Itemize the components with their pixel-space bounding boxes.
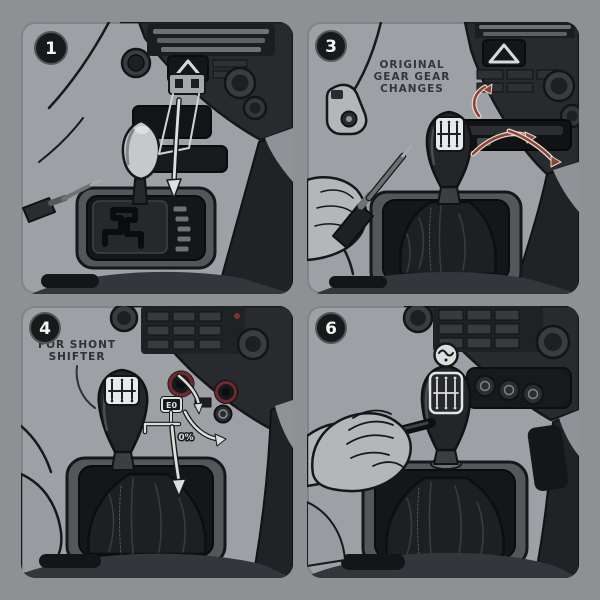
shift-cable-arrows <box>470 83 562 168</box>
step-panel-6: 6 <box>307 306 579 578</box>
instruction-label: FOR SHONT SHIFTER <box>38 339 116 409</box>
shift-boot <box>87 472 207 556</box>
gear-knob <box>121 119 161 205</box>
measurement-callouts: E0 0% <box>142 396 195 497</box>
armrest <box>31 271 293 294</box>
instruction-label: ORIGINAL GEAR GEAR CHANGES <box>374 59 451 95</box>
door-trim-lines <box>38 22 111 163</box>
gear-knob <box>425 110 473 205</box>
round-button-row <box>466 367 572 409</box>
step-number: 3 <box>325 37 337 57</box>
armrest <box>307 501 579 578</box>
shift-pattern-plate <box>434 116 465 152</box>
step-badge: 6 <box>315 312 347 344</box>
step-badge: 4 <box>29 312 61 344</box>
hazard-button-icon <box>482 39 526 67</box>
center-stack-buttons <box>141 306 245 354</box>
dashboard <box>463 22 579 176</box>
callout-percent-tag: 0% <box>178 433 193 443</box>
step-panel-3: ORIGINAL GEAR GEAR CHANGES <box>307 22 579 294</box>
door-trim-lines <box>21 424 63 576</box>
shift-boot <box>398 200 498 276</box>
center-stack-buttons <box>433 306 543 352</box>
step-number: 6 <box>325 319 337 339</box>
step-panel-1: 1 <box>21 22 293 294</box>
callout-box-tag: E0 <box>166 401 177 410</box>
step-badge: 1 <box>34 31 68 65</box>
step-badge: 3 <box>315 30 347 62</box>
label-line: CHANGES <box>380 83 444 95</box>
hand-with-screwdriver <box>307 144 413 262</box>
hand-illustration <box>307 409 412 493</box>
left-vent-knob-icon <box>120 47 152 79</box>
removal-arrow <box>166 97 182 199</box>
label-line: GEAR GEAR <box>374 71 451 83</box>
dashboard <box>402 306 579 422</box>
right-vent-knobs-icon <box>542 69 579 129</box>
gear-knob <box>97 368 149 471</box>
armrest <box>315 271 579 294</box>
gate-position-indicators <box>172 205 192 253</box>
shift-gate <box>92 200 192 254</box>
adjustment-arrows <box>176 373 227 447</box>
lower-console-shadow <box>252 400 293 578</box>
label-line: ORIGINAL <box>379 59 444 71</box>
shift-boot <box>385 476 505 558</box>
step-panel-4: FOR SHONT SHIFTER E0 0% <box>21 306 293 578</box>
label-leader-line <box>75 365 96 409</box>
label-line: FOR SHONT <box>38 339 116 351</box>
red-indicator-dot <box>234 313 240 319</box>
lower-console-shadow <box>216 128 293 294</box>
label-line: SHIFTER <box>49 351 106 363</box>
screwdriver-icon <box>22 178 102 223</box>
cable-end-tool-icon <box>325 83 368 136</box>
vent-slats-icon <box>147 24 275 56</box>
lower-console-shadow <box>512 162 579 294</box>
gear-knob <box>420 364 472 470</box>
lower-console-shadow <box>527 410 579 578</box>
step-number: 4 <box>39 319 51 339</box>
shift-pattern-plate <box>104 375 140 406</box>
armrest <box>21 553 293 578</box>
right-vent-knobs-icon <box>223 66 268 121</box>
shift-pattern-plate <box>428 371 464 415</box>
step-number: 1 <box>45 39 57 59</box>
emblem-icon <box>433 342 459 368</box>
